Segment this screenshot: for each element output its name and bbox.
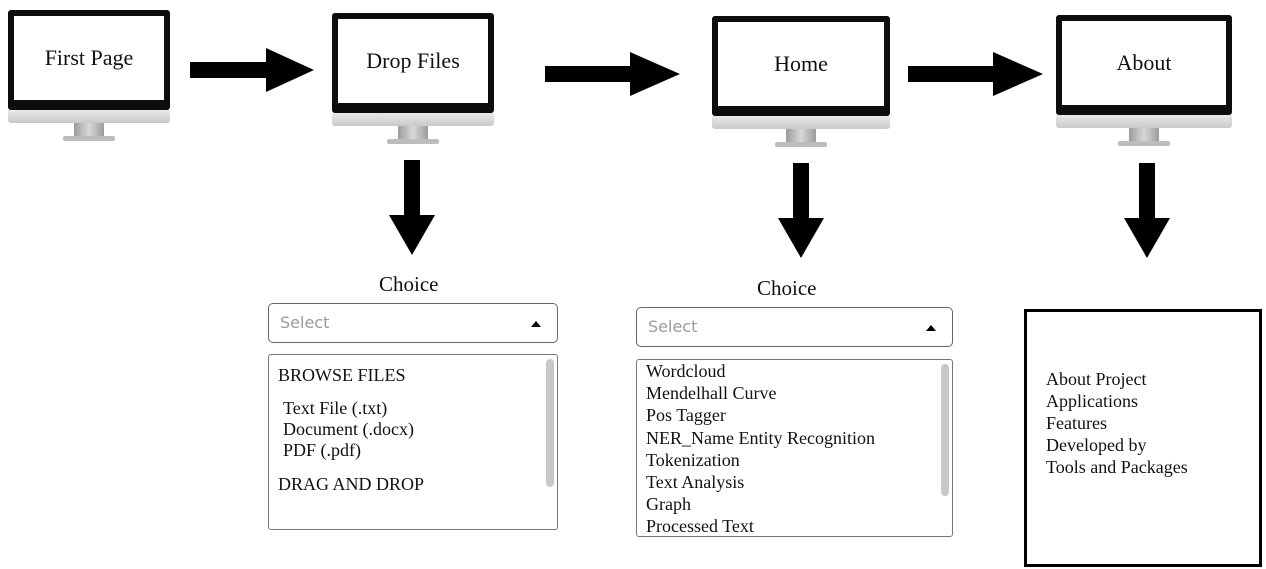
drop-files-monitor: Drop Files <box>332 13 494 145</box>
stage-label: First Page <box>44 45 134 70</box>
drop-files-choice-label: Choice <box>379 272 439 296</box>
stage-label: Drop Files <box>366 48 460 73</box>
file-type-item[interactable]: PDF (.pdf) <box>283 440 362 460</box>
home-option-item[interactable]: Processed Text <box>646 516 754 536</box>
home-monitor: Home <box>712 16 890 148</box>
select-placeholder: Select <box>280 313 330 332</box>
browse-files-heading[interactable]: BROWSE FILES <box>278 365 406 385</box>
arrow-down-icon <box>778 163 824 258</box>
home-option-item[interactable]: Wordcloud <box>646 361 726 381</box>
caret-up-icon <box>531 321 541 327</box>
about-item: Developed by <box>1046 435 1147 455</box>
about-item: Tools and Packages <box>1046 457 1188 477</box>
arrow-right-icon <box>190 48 314 92</box>
home-select[interactable]: Select <box>636 307 953 347</box>
home-option-item[interactable]: Graph <box>646 494 691 514</box>
about-items-list: About Project Applications Features Deve… <box>1046 368 1188 478</box>
about-item: About Project <box>1046 369 1147 389</box>
home-option-item[interactable]: Tokenization <box>646 450 740 470</box>
about-item: Features <box>1046 413 1107 433</box>
scrollbar-thumb[interactable] <box>941 364 949 496</box>
home-options-list[interactable]: Wordcloud Mendelhall Curve Pos Tagger NE… <box>636 359 953 537</box>
first-page-monitor: First Page <box>8 10 170 142</box>
arrow-down-icon <box>1124 163 1170 258</box>
monitor-screen: First Page <box>14 16 164 100</box>
drop-files-select[interactable]: Select <box>268 303 558 343</box>
home-option-item[interactable]: Pos Tagger <box>646 405 726 425</box>
scrollbar-thumb[interactable] <box>546 359 554 487</box>
monitor-screen: Home <box>718 22 884 106</box>
home-option-item[interactable]: Text Analysis <box>646 472 745 492</box>
about-item: Applications <box>1046 391 1138 411</box>
drop-files-options-list[interactable]: BROWSE FILES Text File (.txt) Document (… <box>268 354 558 530</box>
select-placeholder: Select <box>648 317 698 336</box>
monitor-screen: About <box>1062 21 1226 105</box>
arrow-right-icon <box>908 52 1043 96</box>
file-type-item[interactable]: Text File (.txt) <box>283 398 388 418</box>
stage-label: Home <box>774 51 828 76</box>
stage-label: About <box>1116 50 1172 75</box>
monitor-screen: Drop Files <box>338 19 488 103</box>
drag-and-drop-heading[interactable]: DRAG AND DROP <box>278 474 425 494</box>
arrow-down-icon <box>389 160 435 255</box>
about-contents-box: About Project Applications Features Deve… <box>1024 309 1262 567</box>
file-type-item[interactable]: Document (.docx) <box>283 419 414 439</box>
caret-up-icon <box>926 325 936 331</box>
home-option-item[interactable]: NER_Name Entity Recognition <box>646 428 875 448</box>
home-option-item[interactable]: Mendelhall Curve <box>646 383 777 403</box>
home-choice-label: Choice <box>757 276 817 300</box>
arrow-right-icon <box>545 52 680 96</box>
scrollbar[interactable] <box>545 359 555 525</box>
scrollbar[interactable] <box>940 364 950 532</box>
about-monitor: About <box>1056 15 1232 147</box>
